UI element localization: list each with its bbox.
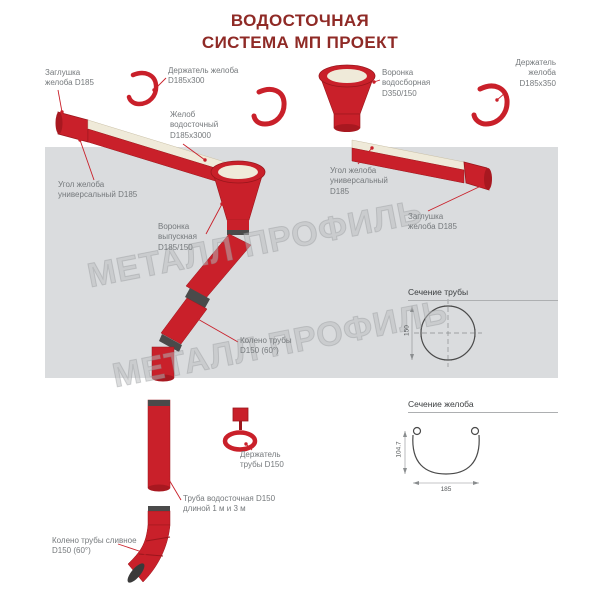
label-downpipe: Труба водосточная D150 длиной 1 м и 3 м [183, 494, 276, 514]
pipe-section-title: Сечение трубы [408, 287, 558, 301]
gutter-section-title: Сечение желоба [408, 399, 558, 413]
label-drain-elbow: Колено трубы сливное D150 (60°) [52, 536, 137, 556]
upper-elbow-assembly [151, 233, 252, 382]
label-gutter: Желоб водосточный D185х3000 [170, 110, 219, 140]
collector-funnel-part [318, 64, 376, 132]
label-gutter-corner-right: Угол желоба универсальный D185 [330, 166, 388, 196]
label-collector-funnel: Воронка водосборная D350/150 [382, 68, 431, 98]
label-gutter-holder-350: Держатель желоба D185х350 [515, 58, 556, 88]
leader-lines [57, 77, 506, 555]
left-gutter-assembly [55, 111, 226, 185]
label-pipe-holder: Держатель трубы D150 [240, 450, 284, 470]
page-title-line1: ВОДОСТОЧНАЯ [230, 11, 370, 30]
label-pipe-elbow: Колено трубы D150 (60°) [240, 336, 292, 356]
drain-elbow-part [127, 506, 171, 583]
right-gutter-assembly [351, 139, 492, 191]
label-gutter-corner-left: Угол желоба универсальный D185 [58, 180, 138, 200]
page-title-line2: СИСТЕМА МП ПРОЕКТ [201, 33, 399, 53]
label-gutter-cap-right: Заглушка желоба D185 [408, 212, 457, 232]
gutter-width-value: 185 [440, 486, 452, 493]
gutter-section-diagram [403, 426, 480, 485]
roof-panel [45, 147, 558, 378]
gutter-height-value: 104.7 [395, 441, 403, 458]
page-title: ВОДОСТОЧНАЯ СИСТЕМА МП ПРОЕКТ [0, 10, 600, 54]
downpipe-part [147, 399, 171, 492]
outlet-funnel-part [210, 160, 266, 235]
label-gutter-cap-left: Заглушка желоба D185 [45, 68, 94, 88]
pipe-diameter-value: 150 [403, 325, 411, 336]
pipe-holder-part [222, 407, 258, 452]
gutter-holder-hooks [126, 70, 510, 127]
label-outlet-funnel: Воронка выпускная D185/150 [158, 222, 197, 252]
pipe-section-diagram [410, 299, 482, 367]
label-gutter-holder-300: Держатель желоба D185х300 [168, 66, 239, 86]
